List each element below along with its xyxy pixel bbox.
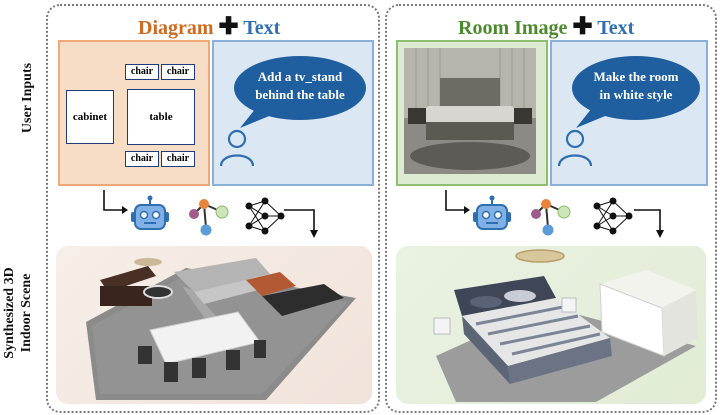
bubble-line1: Add a tv_stand <box>257 69 343 84</box>
chair-box: chair <box>161 151 195 167</box>
user-icon <box>219 129 255 167</box>
bubble-line1: Make the room <box>593 69 679 84</box>
side-label-line2: Indoor Scene <box>19 273 34 353</box>
user-icon <box>557 129 593 167</box>
left-title: Diagram ✚ Text <box>138 12 280 41</box>
pipeline-left <box>103 190 318 238</box>
right-panel <box>385 4 717 413</box>
speech-bubble <box>234 56 366 128</box>
scene-render-left <box>86 258 356 400</box>
neural-network-icon <box>593 197 633 235</box>
chair-box: chair <box>125 64 159 80</box>
title-diagram: Diagram <box>138 17 214 39</box>
bubble-line2: in white style <box>599 87 673 102</box>
cabinet-box: cabinet <box>66 90 114 144</box>
chair-box: chair <box>161 64 195 80</box>
title-room-image: Room Image <box>458 17 568 39</box>
plus-icon: ✚ <box>218 14 239 40</box>
left-panel <box>46 4 380 413</box>
neural-network-icon <box>245 197 285 235</box>
right-title: Room Image ✚ Text <box>458 12 634 41</box>
graph-icon <box>189 199 229 236</box>
side-label-user-inputs: User Inputs <box>20 62 35 134</box>
graph-icon <box>531 199 571 236</box>
bubble-text: Make the room in white style <box>574 68 698 104</box>
side-label-synthesized-scene: Synthesized 3D Indoor Scene <box>1 253 35 373</box>
room-photo <box>404 48 536 174</box>
table-box: table <box>127 89 195 145</box>
scene-render-right <box>433 249 698 402</box>
chair-box: chair <box>125 151 159 167</box>
bubble-line2: behind the table <box>255 87 345 102</box>
robot-icon <box>473 195 511 230</box>
plus-icon: ✚ <box>572 14 593 40</box>
title-text: Text <box>597 17 635 39</box>
pipeline-right <box>445 190 664 238</box>
title-text: Text <box>243 17 281 39</box>
robot-icon <box>131 195 169 230</box>
side-label-line1: Synthesized 3D <box>2 267 17 359</box>
speech-bubble <box>572 56 700 128</box>
bubble-text: Add a tv_stand behind the table <box>236 68 364 104</box>
